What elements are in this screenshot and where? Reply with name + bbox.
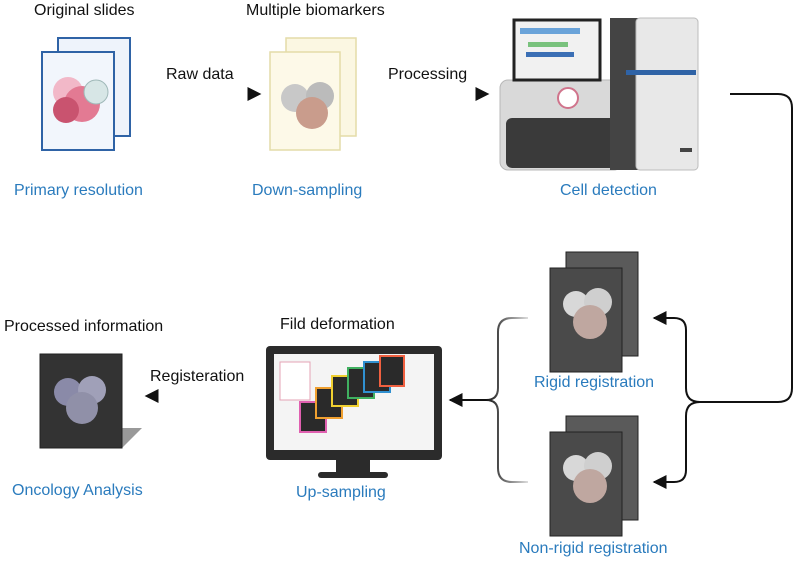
- field-deformation-title: Fild deformation: [280, 316, 395, 333]
- original-slides-icon: [41, 37, 131, 151]
- original-slides-title: Original slides: [34, 2, 135, 19]
- primary-resolution-caption: Primary resolution: [14, 182, 143, 199]
- cell-detection-caption: Cell detection: [560, 182, 657, 199]
- scanner-to-registration-connector: [700, 93, 793, 403]
- scanner-icon: [499, 17, 699, 171]
- rigid-registration-caption: Rigid registration: [534, 374, 655, 391]
- non-rigid-registration-caption: Non-rigid registration: [519, 540, 668, 557]
- registeration-label: Registeration: [150, 368, 245, 385]
- monitor-icon: [266, 346, 442, 478]
- biomarkers-title: Multiple biomarkers: [246, 2, 385, 19]
- rigid-registration-panel-icon: [549, 251, 639, 373]
- processed-information-panel-icon: [39, 353, 142, 449]
- processing-label: Processing: [388, 66, 468, 83]
- biomarker-slides-icon: [269, 37, 357, 151]
- non-rigid-registration-panel-icon: [549, 415, 639, 537]
- processed-information-title: Processed information: [4, 318, 164, 335]
- raw-data-label: Raw data: [166, 66, 234, 83]
- down-sampling-caption: Down-sampling: [252, 182, 363, 199]
- registration-merge-connector: [485, 317, 528, 483]
- up-sampling-caption: Up-sampling: [296, 484, 386, 501]
- oncology-analysis-caption: Oncology Analysis: [12, 482, 143, 499]
